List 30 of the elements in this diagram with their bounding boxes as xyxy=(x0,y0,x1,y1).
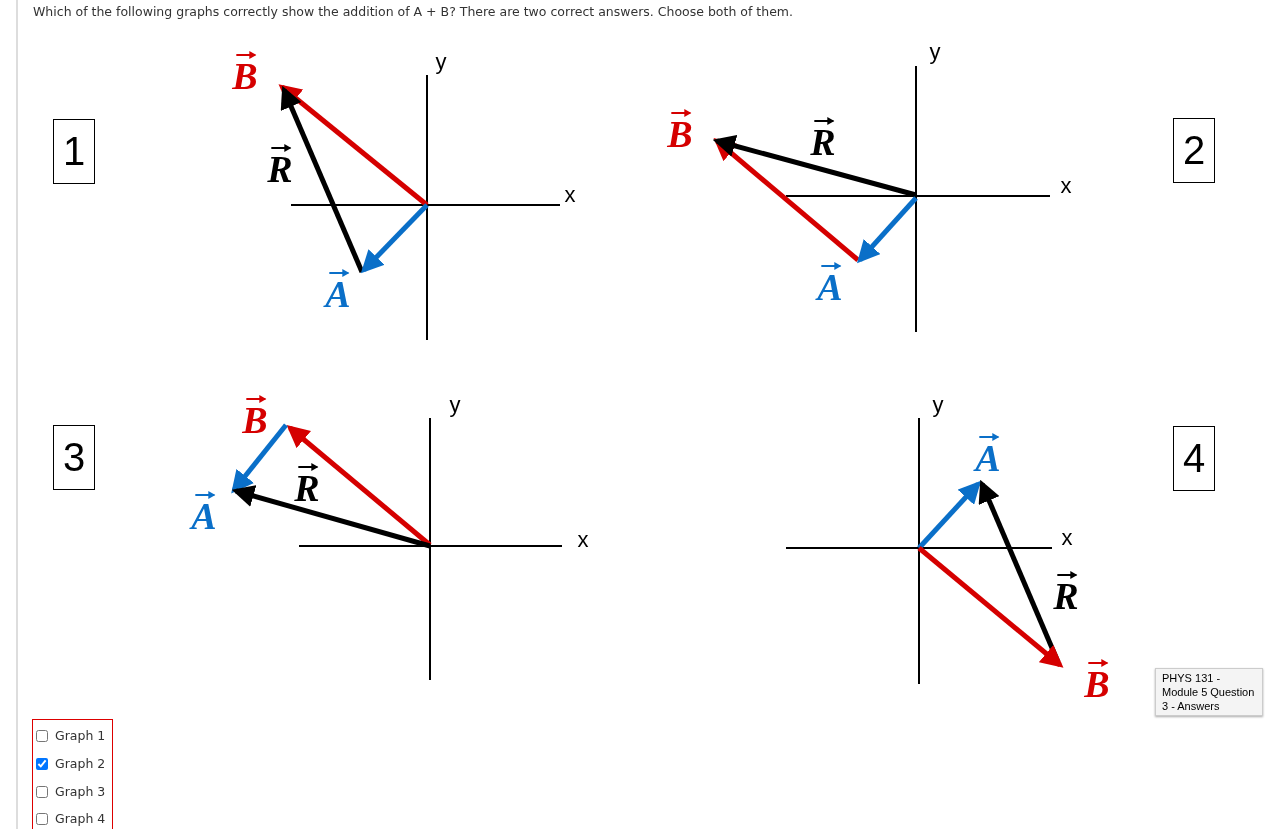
vector-label: B xyxy=(667,107,693,153)
option-label: Graph 2 xyxy=(55,756,106,771)
tooltip: PHYS 131 - Module 5 Question 3 - Answers xyxy=(1155,668,1263,716)
graph-number: 1 xyxy=(53,119,95,184)
axis-label: y xyxy=(932,394,944,416)
axis-label: x xyxy=(564,184,576,206)
axis-label: x xyxy=(1061,527,1073,549)
axis-label: x xyxy=(1060,175,1072,197)
vector-label: R xyxy=(1053,569,1079,615)
axis-label: y xyxy=(449,394,461,416)
vector-label: B xyxy=(242,393,268,439)
vector-label: A xyxy=(325,267,351,313)
option-label: Graph 3 xyxy=(55,784,106,799)
axis-label: y xyxy=(929,41,941,63)
vector-label: A xyxy=(975,431,1001,477)
option-label: Graph 4 xyxy=(55,811,106,826)
vector-label: B xyxy=(1084,657,1110,703)
graph-number: 3 xyxy=(53,425,95,490)
graph-number: 2 xyxy=(1173,118,1215,183)
question-text: Which of the following graphs correctly show the addition of A + B? There are two correct answers. Choose both of them. xyxy=(33,4,793,19)
vector-label: R xyxy=(810,115,836,161)
axis-label: x xyxy=(577,529,589,551)
vector-label: B xyxy=(232,49,258,95)
vector-label: A xyxy=(191,489,217,535)
vector-label: A xyxy=(817,260,843,306)
vector-label: R xyxy=(267,142,293,188)
graph-number: 4 xyxy=(1173,426,1215,491)
option-label: Graph 1 xyxy=(55,728,106,743)
vector-label: R xyxy=(294,461,320,507)
axis-label: y xyxy=(435,51,447,73)
